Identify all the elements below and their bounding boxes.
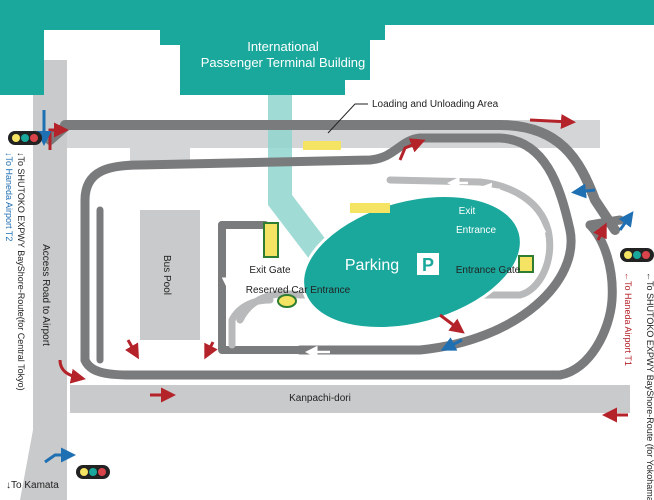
- terminal-building: [0, 0, 654, 95]
- to-shutoko-yokohama-label: ←To SHUTOKO EXPWY BayShore-Route (for Yo…: [645, 272, 654, 500]
- red-route-arrows: [48, 114, 628, 423]
- to-kamata-label: ↓To Kamata: [6, 480, 59, 491]
- entrance-label: Entrance: [456, 225, 496, 236]
- parking-label: Parking: [345, 257, 399, 274]
- loading-area-label: Loading and Unloading Area: [372, 99, 499, 110]
- skybridge: [268, 95, 330, 260]
- loading-area-marker: [303, 141, 341, 150]
- bus-pool-area: [140, 210, 200, 340]
- reserved-entrance-marker: [277, 294, 297, 308]
- terminal-label-line1: International: [247, 39, 319, 54]
- entrance-gate-marker: [518, 255, 534, 273]
- exit-gate-label: Exit Gate: [249, 265, 291, 276]
- entrance-gate-label: Entrance Gate: [456, 265, 521, 276]
- kanpachi-dori-label: Kanpachi-dori: [289, 393, 351, 404]
- parking-icon-letter: P: [422, 255, 434, 275]
- traffic-light-top-left: [8, 131, 42, 145]
- bus-pool-label: Bus Pool: [161, 255, 172, 295]
- to-shutoko-central-label: ↓To SHUTOKO EXPWY BayShore-Route(for Cen…: [16, 152, 26, 391]
- to-haneda-t2-label: ↓To Haneda Airport T2: [4, 152, 14, 241]
- loading-area-leader: [327, 103, 368, 134]
- traffic-light-bottom: [76, 465, 110, 479]
- traffic-light-right: [620, 248, 654, 262]
- exit-label: Exit: [459, 206, 476, 217]
- blue-route-arrows: [36, 110, 634, 464]
- reserved-car-entrance-label: Reserved Car Entrance: [246, 285, 351, 296]
- to-haneda-t1-label: ←To Haneda Airport T1: [623, 272, 633, 366]
- access-road-label: Access Road to Airport: [40, 244, 51, 346]
- parking-lot: [301, 193, 523, 331]
- exit-marker: [350, 203, 390, 213]
- parking-icon: [417, 253, 439, 275]
- terminal-label-line2: Passenger Terminal Building: [201, 55, 366, 70]
- inner-flow-arrows: [221, 176, 547, 359]
- exit-gate-marker: [263, 222, 279, 258]
